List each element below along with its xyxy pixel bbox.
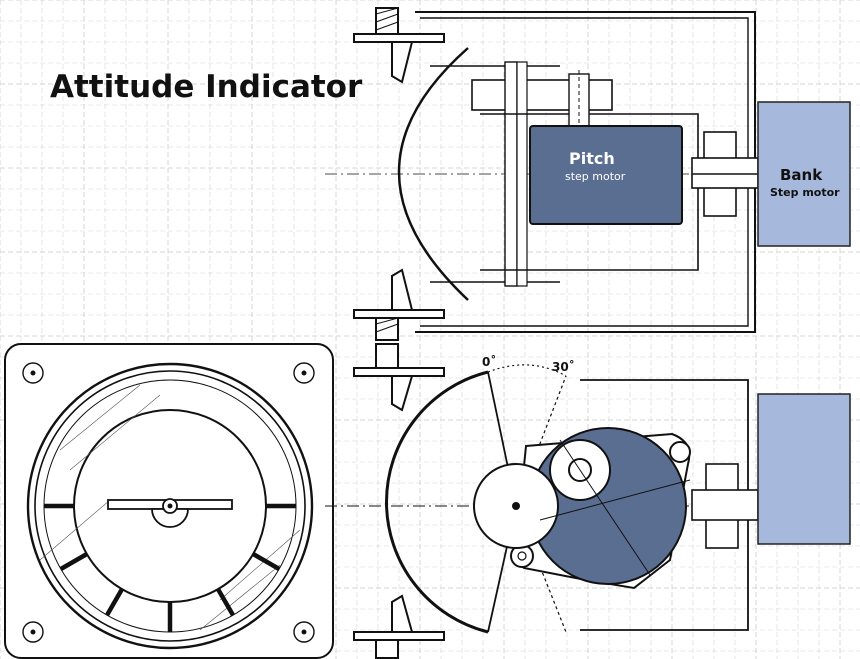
screw-holes [22,362,315,643]
top-globe-arc [397,47,469,301]
bank-sub-label: Step motor [770,186,840,199]
bottom-side-view [325,343,790,659]
bank-tick [252,552,281,571]
bottom-globe-arc [385,370,489,634]
bank-step-motor-top [757,101,851,247]
bank-tick [216,588,235,617]
dial-outer-ring [26,362,314,650]
miniature-airplane [107,498,233,528]
bank-scale-ticks [44,503,296,632]
pitch-motor-gear-assembly [473,427,691,590]
pitch-step-motor [529,125,683,225]
diagram-title: Attitude Indicator [50,69,363,105]
bank-tick [59,552,88,571]
pitch-sub-label: step motor [565,170,626,183]
angle-label-30: 30˚ [552,359,575,374]
front-face-view [4,343,334,659]
pitch-label: Pitch [569,149,615,168]
angle-label-0: 0˚ [482,354,496,369]
top-side-view [325,7,800,341]
rotation-arc-30 [487,364,567,377]
bank-step-motor-bottom [757,393,851,545]
bank-label: Bank [780,166,823,184]
bank-tick [105,588,124,617]
